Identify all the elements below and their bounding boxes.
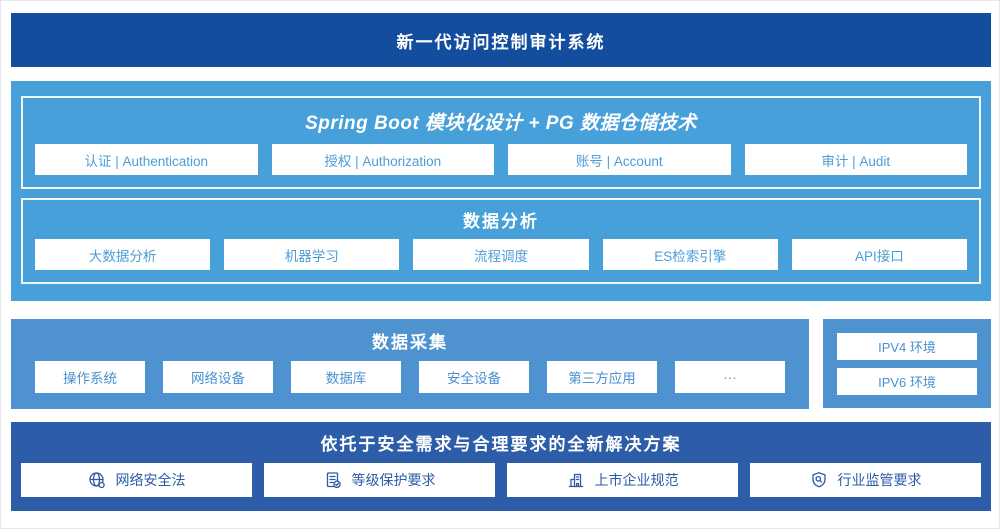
network-box-ipv6: IPV6 环境 bbox=[837, 367, 977, 395]
solution-box-label: 行业监管要求 bbox=[837, 472, 922, 488]
solution-box-label: 等级保护要求 bbox=[351, 472, 436, 488]
solution-panel: 依托于安全需求与合理要求的全新解决方案 网络安全法 bbox=[11, 422, 991, 511]
network-env-panel: IPV4 环境 IPV6 环境 bbox=[823, 319, 991, 408]
solution-box-listed-company: 上市企业规范 bbox=[507, 463, 738, 497]
collection-title: 数据采集 bbox=[372, 332, 448, 352]
module-box-audit: 审计 | Audit bbox=[744, 144, 967, 175]
shield-search-icon bbox=[810, 471, 828, 489]
modules-section: Spring Boot 模块化设计 + PG 数据仓储技术 认证 | Authe… bbox=[21, 96, 981, 189]
collection-box-network-device: 网络设备 bbox=[163, 361, 273, 393]
collection-box-security-device: 安全设备 bbox=[419, 361, 529, 393]
modules-section-title: Spring Boot 模块化设计 + PG 数据仓储技术 bbox=[305, 112, 697, 134]
document-check-icon bbox=[324, 471, 342, 489]
modules-row: 认证 | Authentication 授权 | Authorization 账… bbox=[35, 144, 967, 175]
analysis-box-api: API接口 bbox=[791, 239, 968, 270]
solution-row: 网络安全法 等级保护要求 bbox=[21, 463, 981, 497]
analysis-box-scheduling: 流程调度 bbox=[413, 239, 589, 270]
solution-box-label: 网络安全法 bbox=[115, 472, 186, 488]
collection-box-os: 操作系统 bbox=[35, 361, 145, 393]
analysis-section: 数据分析 大数据分析 机器学习 流程调度 ES检索引擎 API接口 bbox=[21, 198, 981, 284]
solution-box-grade-protection: 等级保护要求 bbox=[264, 463, 495, 497]
collection-box-database: 数据库 bbox=[291, 361, 401, 393]
module-box-authentication: 认证 | Authentication bbox=[35, 144, 258, 175]
analysis-box-ml: 机器学习 bbox=[224, 239, 400, 270]
system-title: 新一代访问控制审计系统 bbox=[396, 32, 606, 52]
analysis-box-es: ES检索引擎 bbox=[602, 239, 778, 270]
collection-box-thirdparty: 第三方应用 bbox=[547, 361, 657, 393]
collection-panel: 数据采集 操作系统 网络设备 数据库 安全设备 第三方应用 ··· bbox=[11, 319, 809, 409]
analysis-row: 大数据分析 机器学习 流程调度 ES检索引擎 API接口 bbox=[35, 239, 968, 270]
network-box-ipv4: IPV4 环境 bbox=[837, 332, 977, 360]
platform-panel: Spring Boot 模块化设计 + PG 数据仓储技术 认证 | Authe… bbox=[11, 81, 991, 301]
module-box-authorization: 授权 | Authorization bbox=[271, 144, 494, 175]
solution-box-cybersecurity-law: 网络安全法 bbox=[21, 463, 252, 497]
module-box-account: 账号 | Account bbox=[508, 144, 731, 175]
analysis-section-title: 数据分析 bbox=[463, 212, 539, 231]
collection-box-more: ··· bbox=[675, 361, 785, 393]
system-title-banner: 新一代访问控制审计系统 bbox=[11, 13, 991, 67]
solution-box-label: 上市企业规范 bbox=[594, 472, 679, 488]
analysis-box-bigdata: 大数据分析 bbox=[35, 239, 211, 270]
solution-title: 依托于安全需求与合理要求的全新解决方案 bbox=[320, 435, 682, 454]
solution-box-industry-regulation: 行业监管要求 bbox=[750, 463, 981, 497]
building-icon bbox=[567, 471, 585, 489]
globe-icon bbox=[88, 471, 106, 489]
collection-row: 操作系统 网络设备 数据库 安全设备 第三方应用 ··· bbox=[35, 361, 785, 393]
